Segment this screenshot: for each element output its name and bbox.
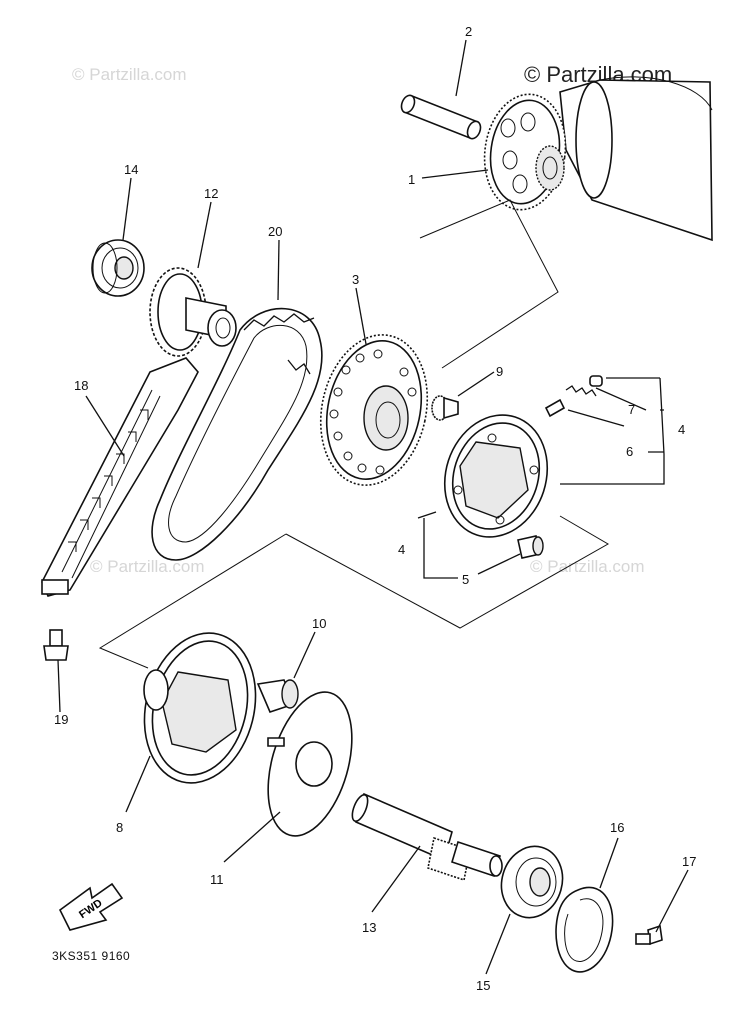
leader-lines — [57, 39, 689, 975]
callout-1: 1 — [408, 172, 415, 187]
callout-16: 16 — [610, 820, 624, 835]
callout-18: 18 — [74, 378, 88, 393]
callout-19: 19 — [54, 712, 68, 727]
part-9-pinion — [431, 395, 459, 421]
callout-12: 12 — [204, 186, 218, 201]
callout-9: 9 — [496, 364, 503, 379]
callout-4-right: 4 — [678, 422, 685, 437]
part-16-retainer — [555, 886, 614, 973]
part-17-screw — [635, 924, 663, 946]
part-18-chain-guide — [41, 357, 199, 597]
callout-14: 14 — [124, 162, 138, 177]
part-2-pin — [400, 94, 482, 140]
watermark-faint-top-left: © Partzilla.com — [72, 65, 187, 84]
watermark-faint-mid-left: © Partzilla.com — [90, 557, 205, 576]
part-6-7-spring-cap — [544, 375, 603, 418]
callouts: 2 1 14 12 20 3 18 9 7 4 6 4 5 10 19 8 11… — [54, 24, 696, 993]
part-11-plate — [267, 691, 353, 837]
crankshaft-end — [559, 76, 713, 242]
callout-17: 17 — [682, 854, 696, 869]
part-14-bearing — [91, 239, 145, 297]
part-15-bearing — [500, 845, 564, 919]
forward-arrow-icon: FWD — [58, 882, 124, 931]
part-19-bolt — [43, 629, 69, 661]
part-1-sprocket-gear — [483, 93, 567, 211]
diagram-code: 3KS351 9160 — [52, 949, 130, 963]
part-13-shaft — [351, 792, 503, 882]
callout-4-left: 4 — [398, 542, 405, 557]
callout-10: 10 — [312, 616, 326, 631]
part-3-large-gear — [319, 334, 429, 486]
part-12-gear-shaft — [149, 267, 237, 357]
part-4-clutch-housing — [443, 414, 549, 538]
callout-15: 15 — [476, 978, 490, 993]
watermark-faint-mid-right: © Partzilla.com — [530, 557, 645, 576]
callout-5: 5 — [462, 572, 469, 587]
assembly-outlines — [98, 199, 610, 669]
part-20-chain — [151, 307, 323, 561]
callout-20: 20 — [268, 224, 282, 239]
part-5-roller — [517, 535, 544, 559]
part-8-clutch-hub — [143, 632, 257, 784]
callout-6: 6 — [626, 444, 633, 459]
callout-2: 2 — [465, 24, 472, 39]
callout-13: 13 — [362, 920, 376, 935]
part-10-cam — [256, 679, 299, 713]
callout-11: 11 — [210, 872, 224, 887]
callout-7: 7 — [628, 402, 635, 417]
callout-3: 3 — [352, 272, 359, 287]
callout-8: 8 — [116, 820, 123, 835]
